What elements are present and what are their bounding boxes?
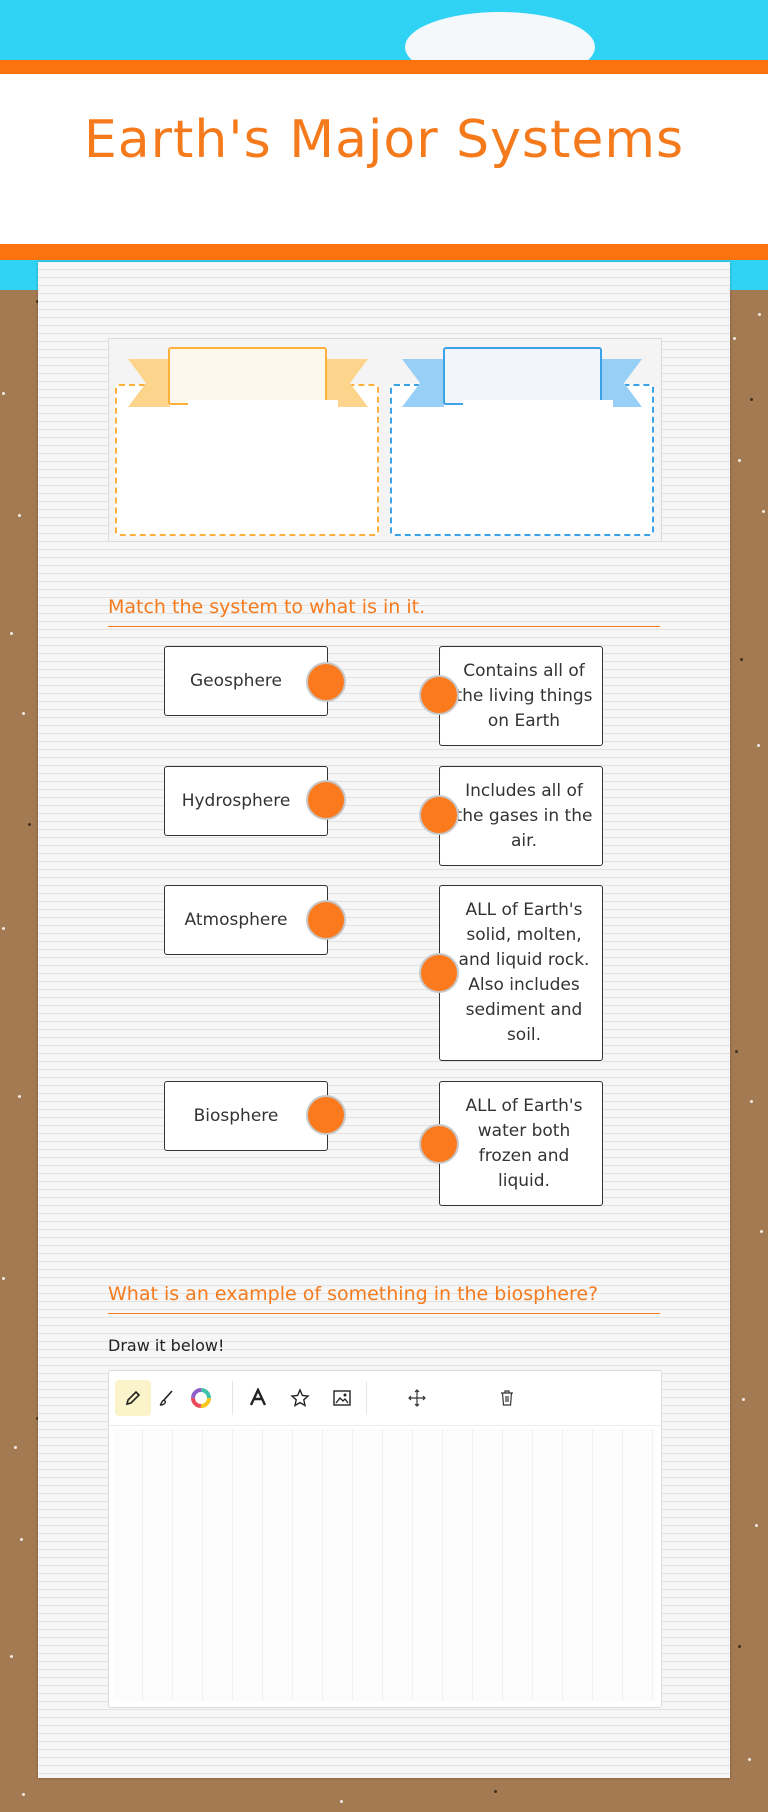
drawing-toolbar	[109, 1371, 661, 1426]
speck	[494, 1790, 497, 1793]
delete-tool-button[interactable]	[489, 1380, 525, 1416]
brush-tool-button[interactable]	[149, 1380, 185, 1416]
text-tool-button[interactable]	[240, 1380, 276, 1416]
match-item-left[interactable]: Biosphere	[164, 1081, 328, 1151]
banner-label-blue[interactable]	[443, 347, 602, 405]
match-item-right[interactable]: Contains all of the living things on Ear…	[439, 646, 603, 746]
speck	[18, 1095, 21, 1098]
speck	[10, 632, 13, 635]
speck	[738, 1645, 741, 1648]
image-icon	[333, 1390, 351, 1406]
speck	[2, 392, 5, 395]
match-description: Contains all of the living things on Ear…	[455, 660, 593, 731]
color-wheel-icon	[191, 1388, 211, 1408]
match-connector-right[interactable]	[419, 795, 459, 835]
stamp-tool-button[interactable]	[282, 1380, 318, 1416]
banner-shadow	[188, 400, 338, 412]
speck	[740, 658, 743, 661]
match-item-right[interactable]: ALL of Earth's water both frozen and liq…	[439, 1081, 603, 1206]
drawing-panel	[108, 1370, 662, 1708]
move-icon	[408, 1389, 426, 1407]
match-label: Geosphere	[190, 671, 282, 691]
speck	[2, 1277, 5, 1280]
match-item-left[interactable]: Atmosphere	[164, 885, 328, 955]
match-connector-right[interactable]	[419, 953, 459, 993]
header-stripe-bottom	[0, 244, 768, 260]
speck	[755, 1524, 758, 1527]
speck	[742, 1398, 745, 1401]
drawing-canvas[interactable]	[113, 1429, 657, 1701]
speck	[757, 744, 760, 747]
orange-ribbon	[128, 359, 368, 407]
page-title: Earth's Major Systems	[83, 110, 685, 170]
match-connector-right[interactable]	[419, 1124, 459, 1164]
match-description: ALL of Earth's water both frozen and liq…	[465, 1095, 583, 1191]
match-connector-left[interactable]	[306, 780, 346, 820]
blue-ribbon	[402, 359, 642, 407]
header-stripe-top	[0, 60, 768, 74]
speck	[758, 313, 761, 316]
trash-icon	[501, 1390, 513, 1406]
speck	[20, 1538, 23, 1541]
speck	[22, 1793, 25, 1796]
match-connector-left[interactable]	[306, 662, 346, 702]
match-connector-right[interactable]	[419, 675, 459, 715]
move-tool-button[interactable]	[399, 1380, 435, 1416]
pencil-icon	[125, 1390, 141, 1406]
banner-shadow	[463, 400, 613, 412]
speck	[18, 514, 21, 517]
match-label: Hydrosphere	[181, 791, 291, 811]
speck	[14, 1446, 17, 1449]
color-tool-button[interactable]	[183, 1380, 219, 1416]
text-icon	[249, 1388, 267, 1406]
match-item-right[interactable]: Includes all of the gases in the air.	[439, 766, 603, 866]
speck	[762, 510, 765, 513]
match-item-left[interactable]: Geosphere	[164, 646, 328, 716]
drawing-instruction: Draw it below!	[108, 1336, 225, 1355]
speck	[28, 823, 31, 826]
match-label: Biosphere	[193, 1106, 279, 1126]
match-connector-left[interactable]	[306, 1095, 346, 1135]
speck	[340, 1800, 343, 1803]
match-description: Includes all of the gases in the air.	[455, 780, 593, 851]
brush-icon	[159, 1390, 173, 1406]
section-heading-drawing: What is an example of something in the b…	[108, 1283, 660, 1314]
pencil-tool-button[interactable]	[115, 1380, 151, 1416]
speck	[10, 1655, 13, 1658]
speck	[22, 712, 25, 715]
speck	[735, 1050, 738, 1053]
title-band	[0, 74, 768, 244]
match-description: ALL of Earth's solid, molten, and liquid…	[458, 900, 590, 1045]
speck	[760, 1230, 763, 1233]
speck	[750, 1100, 753, 1103]
speck	[750, 398, 753, 401]
match-connector-left[interactable]	[306, 900, 346, 940]
match-label: Atmosphere	[184, 910, 288, 930]
star-icon	[290, 1388, 310, 1407]
toolbar-separator	[366, 1381, 367, 1415]
match-item-right[interactable]: ALL of Earth's solid, molten, and liquid…	[439, 885, 603, 1061]
toolbar-separator	[232, 1381, 233, 1415]
speck	[36, 1417, 39, 1420]
image-tool-button[interactable]	[324, 1380, 360, 1416]
speck	[2, 927, 5, 930]
match-item-left[interactable]: Hydrosphere	[164, 766, 328, 836]
speck	[748, 1758, 751, 1761]
speck	[36, 300, 39, 303]
section-heading-matching: Match the system to what is in it.	[108, 596, 660, 627]
banner-label-orange[interactable]	[168, 347, 327, 405]
speck	[738, 459, 741, 462]
speck	[733, 337, 736, 340]
